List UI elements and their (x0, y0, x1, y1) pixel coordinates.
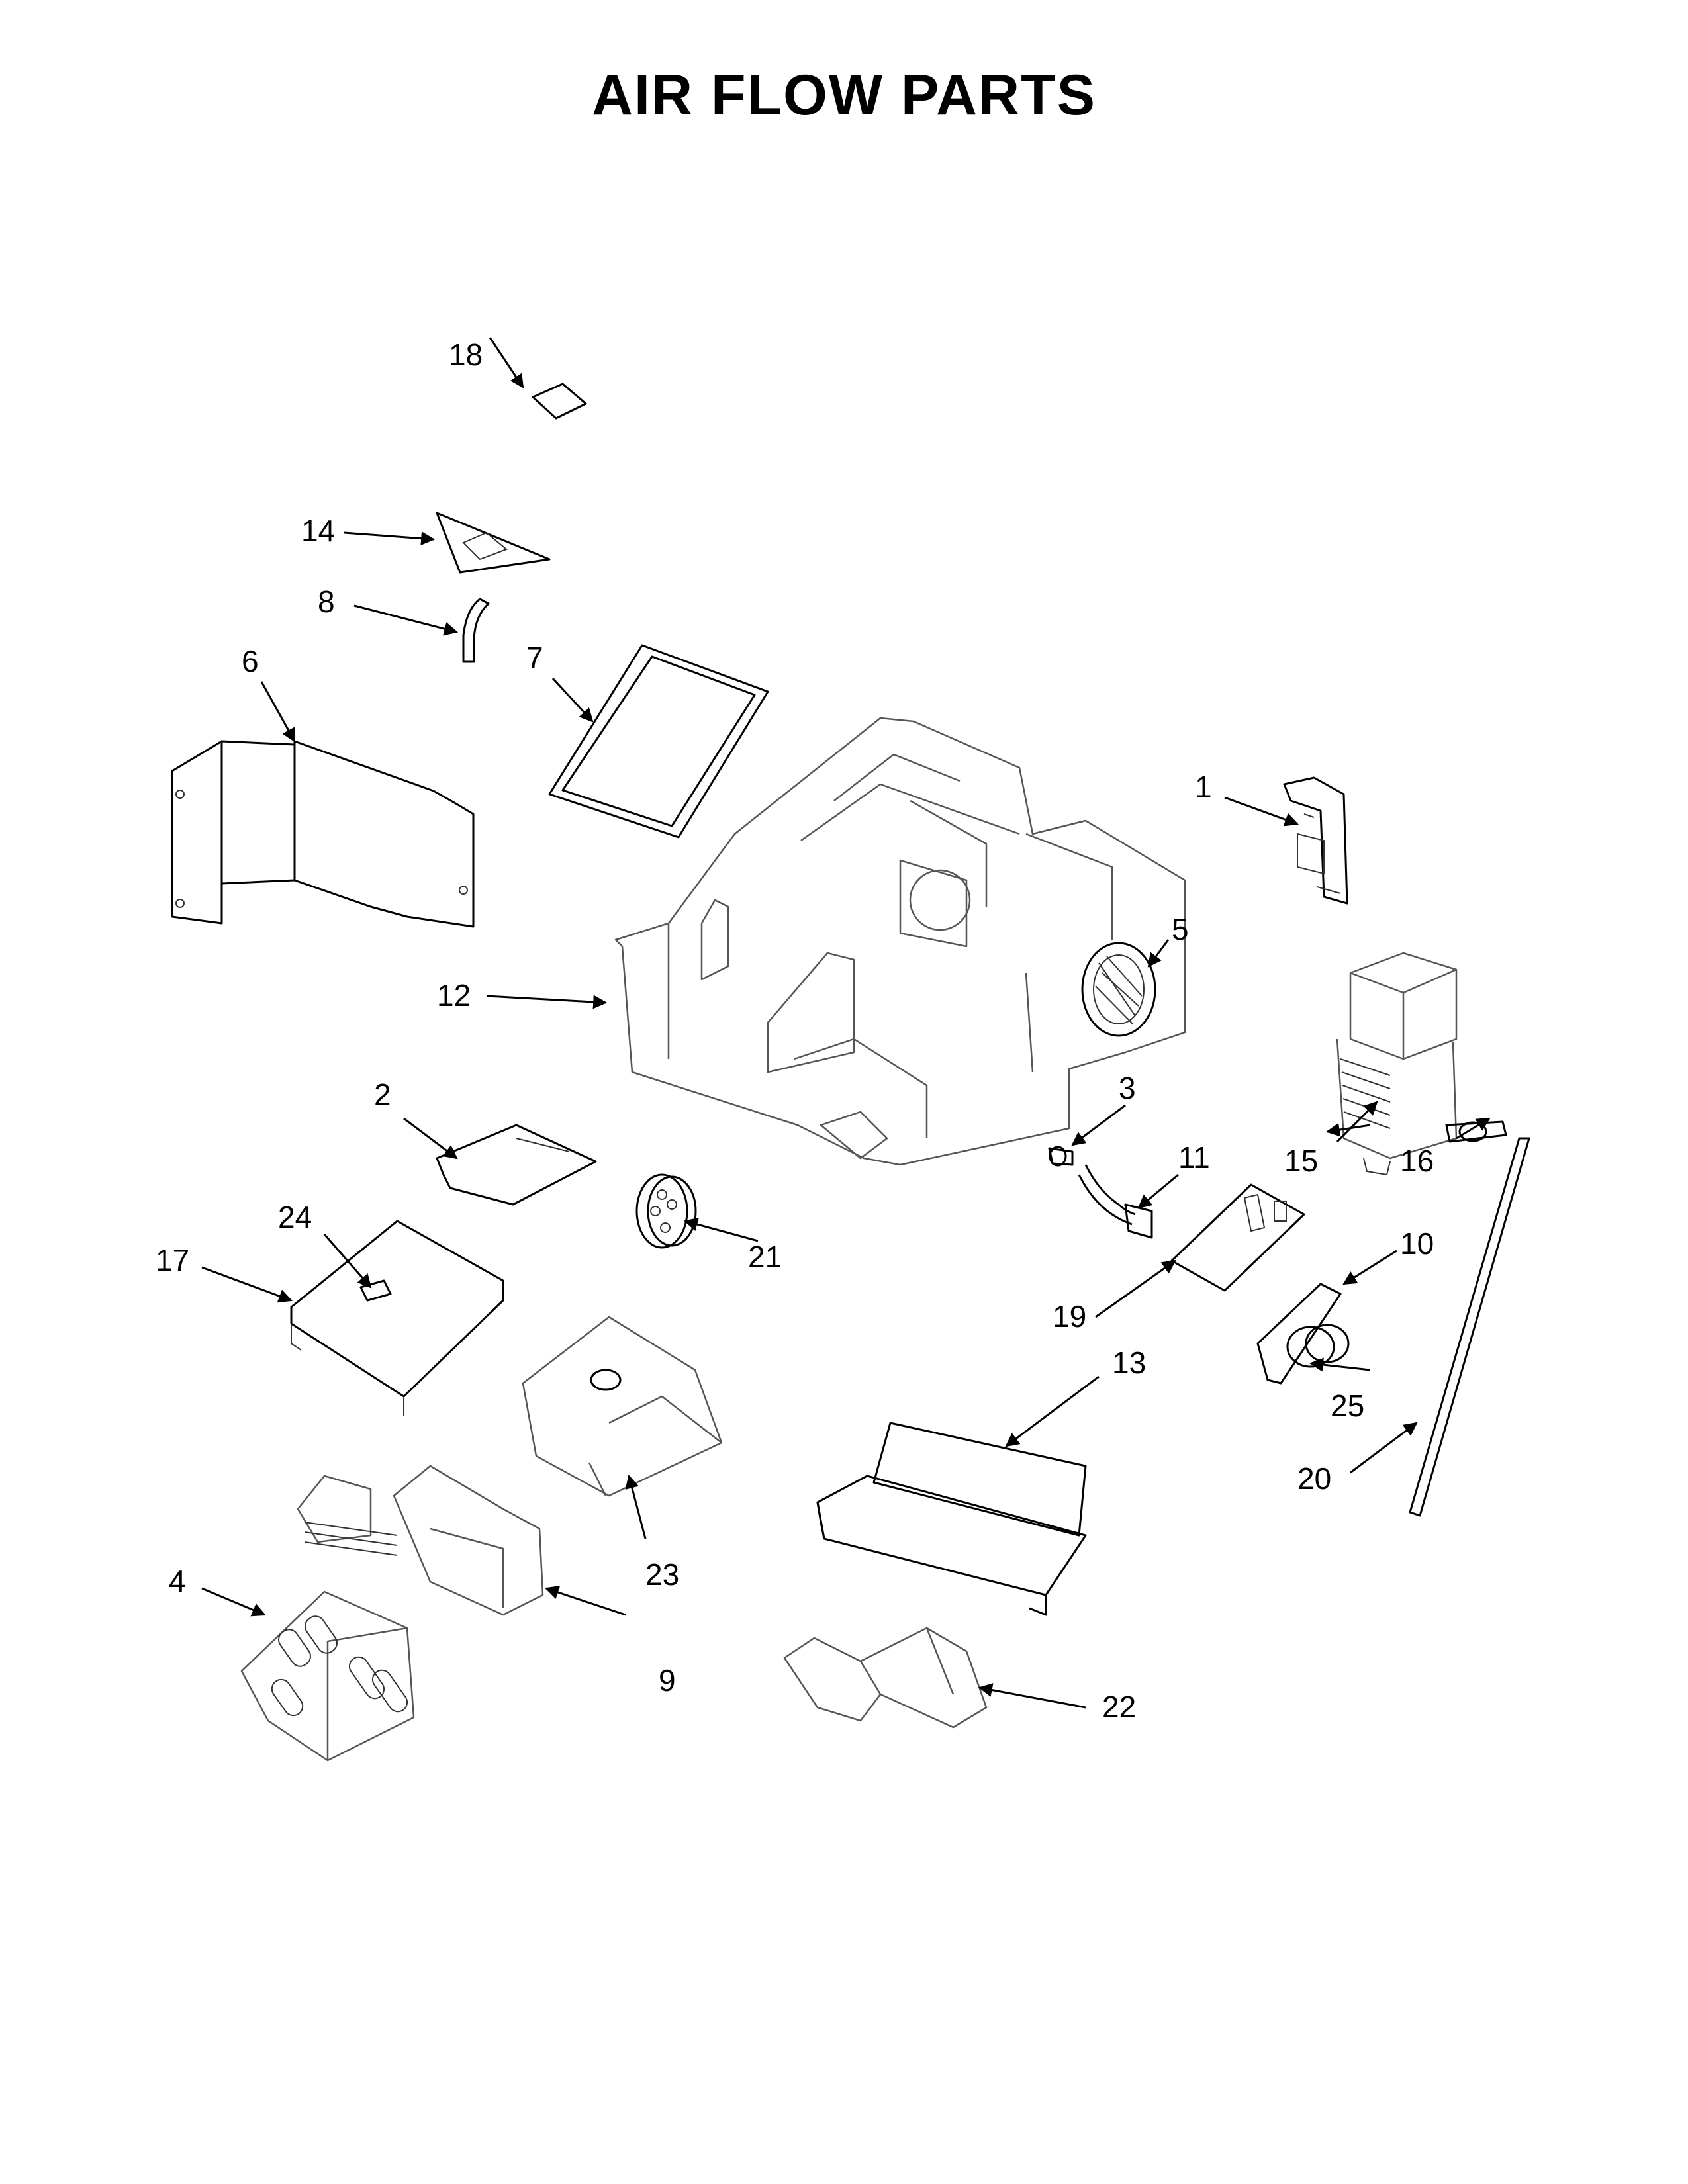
part-15-transformer (1336, 952, 1458, 1176)
callout-15: 15 (1284, 1144, 1318, 1178)
page-title: AIR FLOW PARTS (591, 64, 1097, 127)
callout-19: 19 (1053, 1299, 1086, 1334)
callout-1: 1 (1195, 770, 1212, 804)
callout-22: 22 (1102, 1690, 1136, 1724)
part-3-sensor (1048, 1146, 1074, 1167)
callout-21: 21 (748, 1240, 782, 1274)
part-21-motor (635, 1173, 697, 1249)
callout-11: 11 (1178, 1140, 1210, 1175)
part-8-tube (462, 598, 490, 663)
part-2-plate (436, 1124, 597, 1206)
part-14-plate (436, 512, 551, 574)
callout-7: 7 (526, 641, 543, 675)
leader-lines (201, 337, 1491, 1709)
callout-2: 2 (374, 1077, 391, 1112)
part-19-control-board (1170, 1183, 1305, 1292)
callout-13: 13 (1112, 1345, 1146, 1380)
part-1-bracket (1283, 776, 1348, 905)
part-11-wire-harness (1078, 1164, 1153, 1239)
callout-14: 14 (301, 514, 335, 548)
callout-16: 16 (1400, 1144, 1434, 1178)
callout-9: 9 (659, 1663, 676, 1698)
part-24-thermostat (359, 1279, 392, 1302)
callout-25: 25 (1331, 1388, 1364, 1423)
callout-5: 5 (1172, 912, 1189, 946)
callout-24: 24 (278, 1200, 312, 1234)
callout-23: 23 (645, 1557, 679, 1592)
callout-4: 4 (169, 1564, 186, 1598)
part-4-damper-box (240, 1590, 415, 1762)
part-7-frame (548, 644, 769, 839)
callout-3: 3 (1119, 1071, 1136, 1105)
part-17-cover (290, 1220, 504, 1416)
part-23-duct (522, 1316, 723, 1497)
part-6-duct-panel (171, 740, 475, 928)
part-18-pad (532, 383, 587, 420)
part-5-blower-wheel (1081, 942, 1156, 1037)
callout-18: 18 (449, 338, 483, 372)
part-22-duct-adapter (783, 1627, 988, 1729)
part-10-bracket (1256, 1283, 1342, 1385)
callout-17: 17 (156, 1243, 189, 1277)
callout-10: 10 (1400, 1226, 1434, 1261)
part-20-rod (1409, 1137, 1530, 1517)
part-13-filter-grille (816, 1422, 1087, 1616)
callout-12: 12 (437, 978, 471, 1013)
part-9-damper (297, 1465, 544, 1616)
callout-20: 20 (1297, 1461, 1331, 1496)
callout-labels: 18 14 8 6 7 1 5 12 2 3 11 15 16 24 17 21… (156, 338, 1434, 1724)
callout-8: 8 (318, 584, 335, 619)
callout-6: 6 (242, 644, 259, 678)
part-12-duct-housing (614, 717, 1186, 1166)
